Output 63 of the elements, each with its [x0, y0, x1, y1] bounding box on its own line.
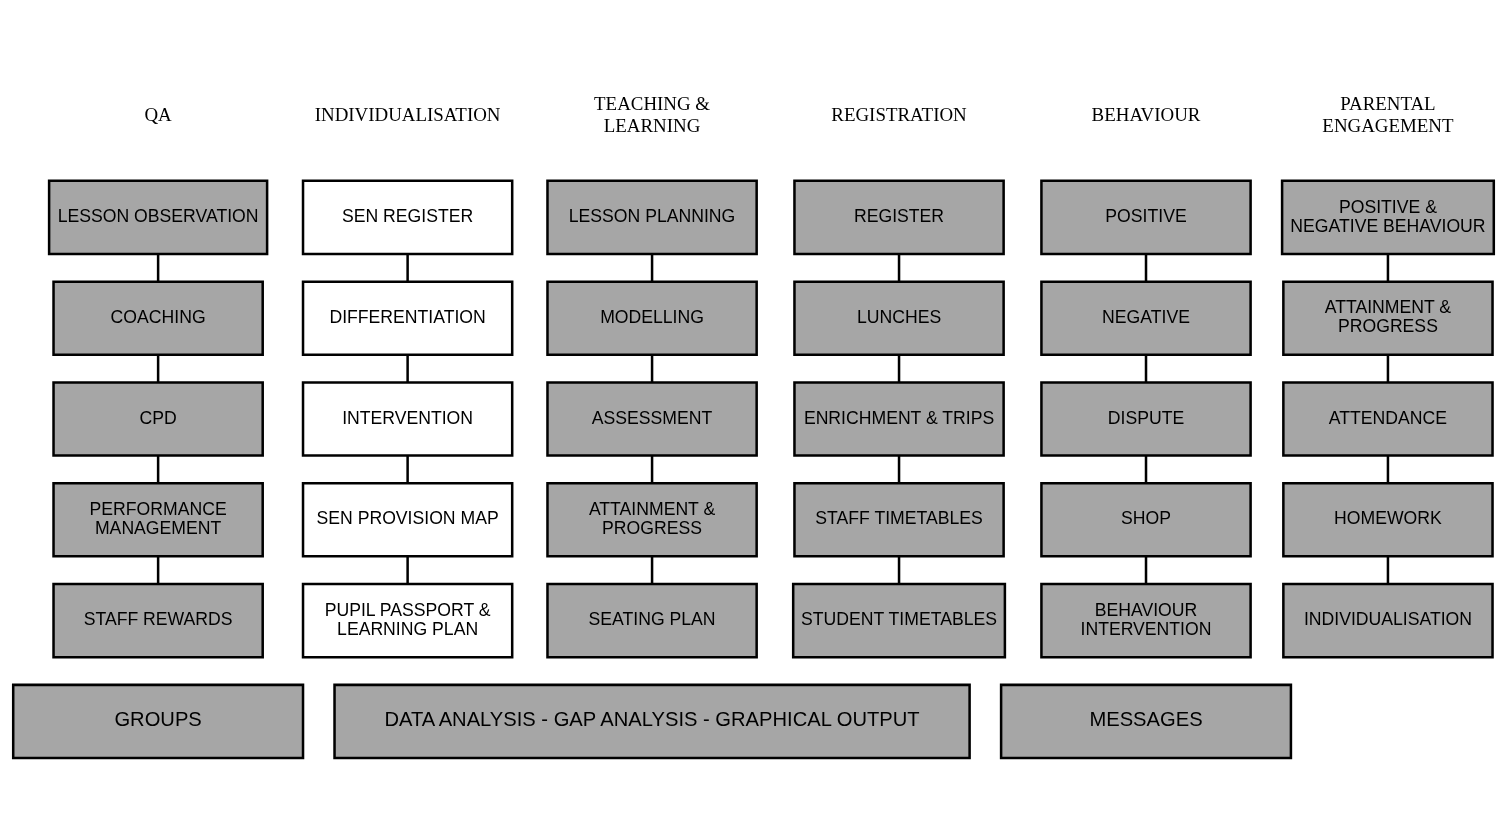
- node-box: SHOP: [1040, 482, 1252, 558]
- connector: [406, 556, 409, 584]
- connector: [1386, 254, 1390, 282]
- node-box: GROUPS: [11, 683, 305, 760]
- node-box: POSITIVE & NEGATIVE BEHAVIOUR: [1280, 179, 1496, 256]
- connector: [156, 455, 160, 484]
- label: QA: [144, 103, 172, 125]
- node-box: DISPUTE: [1040, 381, 1252, 457]
- node-box: PERFORMANCE MANAGEMENT: [52, 482, 264, 558]
- node-box: DATA ANALYSIS - GAP ANALYSIS - GRAPHICAL OUTPUT: [333, 683, 971, 760]
- node-box: COACHING: [52, 280, 264, 356]
- node-box: NEGATIVE: [1040, 280, 1252, 356]
- node-box: SEATING PLAN: [546, 582, 758, 659]
- connector: [1144, 455, 1148, 484]
- label: INDIVIDUALISATION: [314, 103, 501, 125]
- label: TEACHING & LEARNING: [594, 93, 711, 136]
- node-box: MESSAGES: [999, 683, 1293, 760]
- node-box: STAFF REWARDS: [52, 582, 264, 659]
- connector: [156, 354, 160, 383]
- node-box: DIFFERENTIATION: [301, 280, 514, 356]
- connector: [1386, 354, 1390, 383]
- node-box: BEHAVIOUR INTERVENTION: [1040, 582, 1252, 659]
- label: BEHAVIOUR: [1091, 103, 1201, 125]
- node-box: LUNCHES: [793, 280, 1005, 356]
- node-box: MODELLING: [546, 280, 758, 356]
- connector: [1144, 354, 1148, 383]
- node-box: ASSESSMENT: [546, 381, 758, 457]
- connector: [1144, 254, 1148, 282]
- node-box: ENRICHMENT & TRIPS: [793, 381, 1005, 457]
- node-box: LESSON OBSERVATION: [47, 179, 269, 256]
- node-box: INDIVIDUALISATION: [1282, 582, 1494, 659]
- connector: [1386, 455, 1390, 484]
- connector: [406, 354, 409, 383]
- connector: [897, 556, 901, 584]
- connector: [650, 354, 654, 383]
- node-box: PUPIL PASSPORT & LEARNING PLAN: [301, 582, 514, 659]
- node-box: SEN PROVISION MAP: [301, 482, 514, 558]
- connector: [897, 254, 901, 282]
- node-box: LESSON PLANNING: [546, 179, 758, 256]
- node-box: POSITIVE: [1040, 179, 1252, 256]
- connector: [897, 455, 901, 484]
- connector: [1386, 556, 1390, 584]
- connector: [406, 455, 409, 484]
- label: REGISTRATION: [831, 103, 967, 125]
- node-box: REGISTER: [793, 179, 1005, 256]
- node-box: HOMEWORK: [1282, 482, 1494, 558]
- node-box: STAFF TIMETABLES: [793, 482, 1005, 558]
- connector: [650, 556, 654, 584]
- node-box: ATTAINMENT & PROGRESS: [546, 482, 758, 558]
- node-box: CPD: [52, 381, 264, 457]
- connector: [1144, 556, 1148, 584]
- node-box: ATTENDANCE: [1282, 381, 1494, 457]
- node-box: ATTAINMENT & PROGRESS: [1282, 280, 1494, 356]
- connector: [156, 254, 160, 282]
- connector: [650, 455, 654, 484]
- node-box: INTERVENTION: [301, 381, 514, 457]
- node-box: SEN REGISTER: [301, 179, 514, 256]
- connector: [406, 254, 409, 282]
- node-box: STUDENT TIMETABLES: [791, 582, 1007, 659]
- connector: [897, 354, 901, 383]
- connector: [156, 556, 160, 584]
- connector: [650, 254, 654, 282]
- label: PARENTAL ENGAGEMENT: [1322, 93, 1454, 136]
